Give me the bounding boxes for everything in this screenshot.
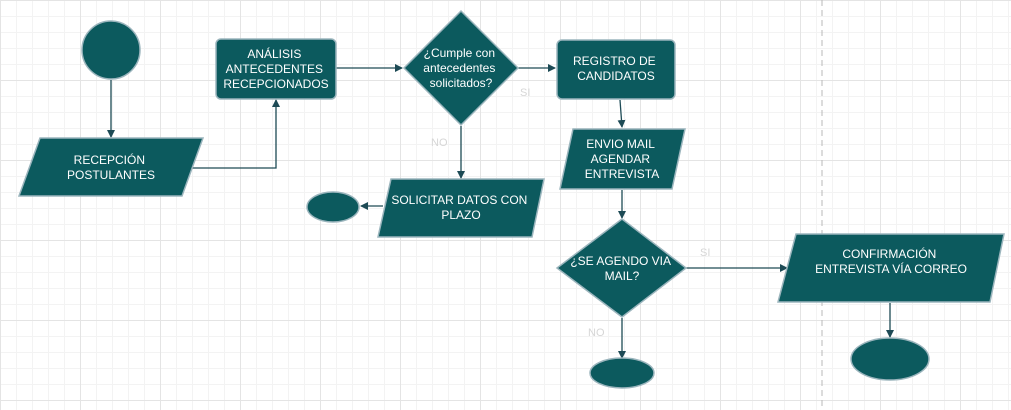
decision-cumple-antecedentes[interactable]: ¿Cumple con antecedentes solicitados? xyxy=(402,9,520,127)
node-registro-label: REGISTRO DE CANDIDATOS xyxy=(573,54,659,83)
edge-label-agendo-no: NO xyxy=(588,327,605,339)
node-analisis-label: ANÁLISIS ANTECEDENTES RECEPCIONADOS xyxy=(223,46,328,91)
end-node-confirmacion[interactable] xyxy=(850,337,930,381)
node-envio-mail[interactable]: ENVIO MAIL AGENDAR ENTREVISTA xyxy=(559,128,686,190)
node-registro-candidatos[interactable]: REGISTRO DE CANDIDATOS xyxy=(556,39,676,100)
decision-agendo-mail[interactable]: ¿SE AGENDO VIA MAIL? xyxy=(555,218,688,318)
edge-label-agendo-si: SI xyxy=(700,247,710,259)
node-analisis-antecedentes[interactable]: ANÁLISIS ANTECEDENTES RECEPCIONADOS xyxy=(215,38,337,100)
edge-recepcion-to-analisis xyxy=(185,99,280,169)
end-node-agendo[interactable] xyxy=(589,357,655,389)
edge-label-cumple-si: SI xyxy=(520,87,530,99)
node-recepcion-postulantes[interactable]: RECEPCIÓN POSTULANTES xyxy=(17,137,205,197)
node-solicitar-datos[interactable]: SOLICITAR DATOS CON PLAZO xyxy=(377,178,545,238)
node-envio-label: ENVIO MAIL AGENDAR ENTREVISTA xyxy=(585,137,659,181)
node-recepcion-label: RECEPCIÓN POSTULANTES xyxy=(67,152,155,182)
start-node[interactable] xyxy=(81,20,141,80)
decision-agendo-label: ¿SE AGENDO VIA MAIL? xyxy=(570,254,673,283)
edge-label-cumple-no: NO xyxy=(431,137,448,149)
node-solicitar-label: SOLICITAR DATOS CON PLAZO xyxy=(391,193,530,222)
node-confirmacion-entrevista[interactable]: CONFIRMACIÓN ENTREVISTA VÍA CORREO xyxy=(777,233,1005,303)
node-confirmacion-label: CONFIRMACIÓN ENTREVISTA VÍA CORREO xyxy=(815,246,967,276)
edge-registro-to-envio xyxy=(617,99,626,128)
decision-cumple-label: ¿Cumple con antecedentes solicitados? xyxy=(423,46,498,90)
end-node-solicitar[interactable] xyxy=(306,191,360,223)
